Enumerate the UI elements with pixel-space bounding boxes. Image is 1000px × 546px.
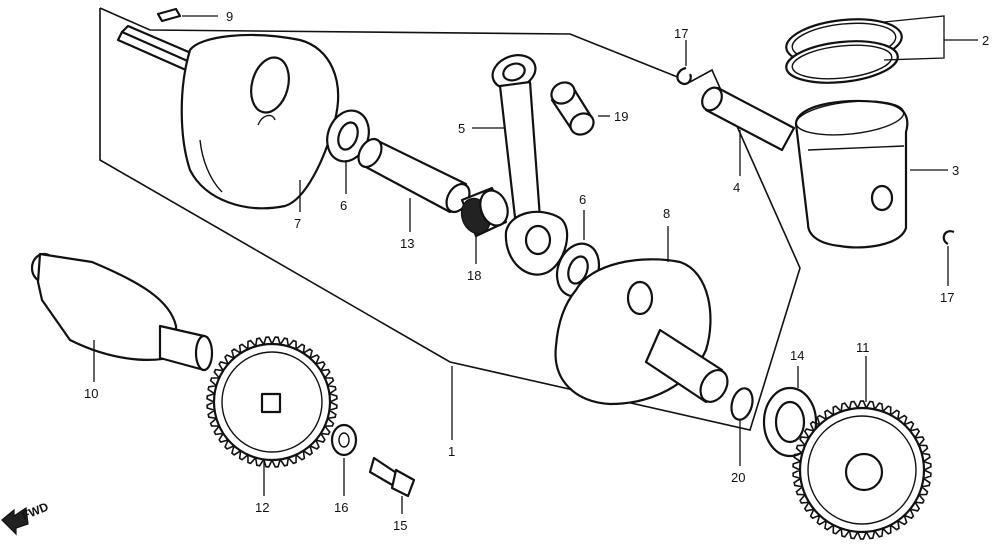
piston-pin-part: [701, 86, 796, 152]
callout-8: 8: [663, 206, 670, 221]
fwd-label: FWD: [20, 499, 51, 522]
piston-part: [794, 99, 909, 249]
callout-6: 6: [579, 192, 586, 207]
callout-7: 7: [294, 216, 301, 231]
forward-direction-indicator: FWD: [1, 499, 51, 536]
lower-piston-pin-clip-part: [942, 230, 955, 245]
bolt-part: [368, 456, 416, 498]
primary-drive-gear-part: [792, 400, 932, 540]
callout-4: 4: [733, 180, 740, 195]
arrow-left-icon: [1, 506, 29, 536]
balancer-drive-gear-part: [206, 336, 338, 468]
assembly-frame: [99, 7, 801, 431]
callout-19: 19: [614, 109, 628, 124]
piston-rings-part: [785, 18, 903, 84]
connecting-rod-part: [491, 54, 569, 276]
callout-16: 16: [334, 500, 348, 515]
callout-13: 13: [400, 236, 414, 251]
callout-5: 5: [458, 121, 465, 136]
callout-6: 6: [340, 198, 347, 213]
washer-part: [330, 423, 358, 457]
small-end-bearing-part: [550, 81, 595, 136]
callout-20: 20: [731, 470, 745, 485]
callout-18: 18: [467, 268, 481, 283]
callout-17: 17: [674, 26, 688, 41]
leader-lines: [93, 15, 978, 514]
upper-piston-pin-clip-part: [676, 66, 692, 86]
callout-1: 1: [448, 444, 455, 459]
callout-17: 17: [940, 290, 954, 305]
callout-2: 2: [982, 33, 989, 48]
right-crank-half-part: [554, 258, 729, 406]
left-thrust-washer-part: [326, 109, 370, 163]
crank-bearing-part: [762, 386, 818, 458]
callout-labels: 9 2 17 19 5 3 4 6 7 13 6 8 18 17 10 14 1…: [84, 9, 989, 533]
callout-14: 14: [790, 348, 804, 363]
callout-11: 11: [856, 340, 870, 355]
crank-pin-part: [357, 137, 471, 214]
shim-part: [730, 387, 754, 421]
woodruff-key-part: [156, 7, 218, 23]
callout-3: 3: [952, 163, 959, 178]
callout-9: 9: [226, 9, 233, 24]
balancer-shaft-part: [30, 252, 214, 372]
callout-12: 12: [255, 500, 269, 515]
callout-15: 15: [393, 518, 407, 533]
big-end-bearing-part: [460, 186, 509, 238]
callout-10: 10: [84, 386, 98, 401]
left-crank-half-part: [116, 24, 340, 210]
